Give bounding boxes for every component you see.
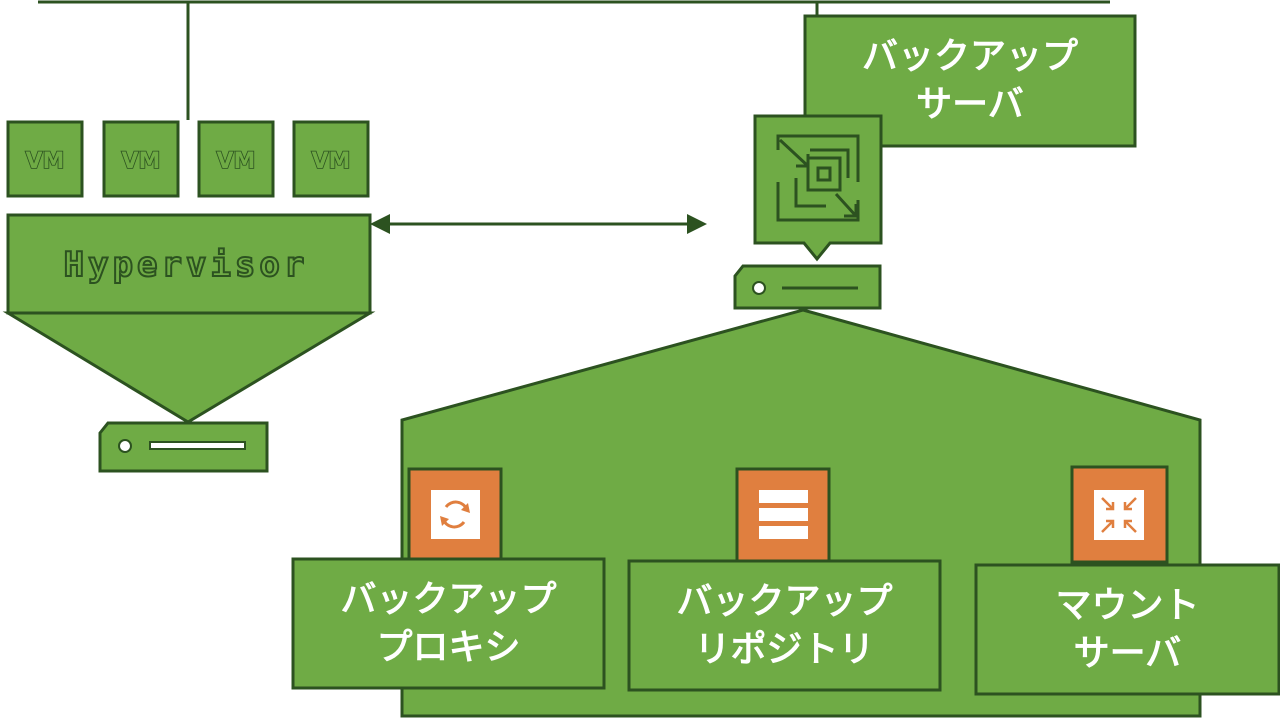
backup-server-line2: サーバ xyxy=(916,84,1024,125)
network-lines xyxy=(38,0,1110,120)
backup-repository-label: バックアップ リポジトリ xyxy=(629,561,940,690)
vm-box-3: VM xyxy=(197,120,275,198)
server-icon xyxy=(733,264,882,310)
vm-box-1: VM xyxy=(6,120,84,198)
vm-box-4: VM xyxy=(292,120,370,198)
backup-proxy-line1: バックアップ xyxy=(340,578,557,620)
backup-repository-box xyxy=(627,559,942,692)
backup-repository-line1: バックアップ xyxy=(676,580,893,622)
vm-box-2: VM xyxy=(102,120,180,198)
backup-server-label: バックアップ サーバ xyxy=(805,16,1135,146)
backup-server-line1: バックアップ xyxy=(861,36,1078,77)
vm-label: VM xyxy=(26,149,65,174)
mount-server-label: マウント サーバ xyxy=(976,565,1279,694)
vm-label: VM xyxy=(217,149,256,174)
hypervisor-funnel xyxy=(2,311,376,424)
server-icon xyxy=(98,421,269,473)
backup-proxy-label: バックアップ プロキシ xyxy=(293,559,604,688)
mount-server-line1: マウント xyxy=(1055,584,1200,626)
veeam-backup-icon xyxy=(753,114,883,262)
hypervisor-label: Hypervisor xyxy=(64,245,309,285)
backup-proxy-box xyxy=(291,557,606,690)
hypervisor-box: Hypervisor xyxy=(6,213,372,315)
vm-label: VM xyxy=(312,149,351,174)
bidirectional-arrow-icon xyxy=(370,214,707,234)
storage-stack-icon xyxy=(735,467,831,563)
backup-proxy-line2: プロキシ xyxy=(376,626,521,668)
backup-repository-line2: リポジトリ xyxy=(694,628,875,670)
sync-icon xyxy=(407,467,503,563)
mount-arrows-icon xyxy=(1070,465,1169,564)
vm-label: VM xyxy=(122,149,161,174)
mount-server-box xyxy=(974,563,1280,696)
mount-server-line2: サーバ xyxy=(1073,632,1182,674)
